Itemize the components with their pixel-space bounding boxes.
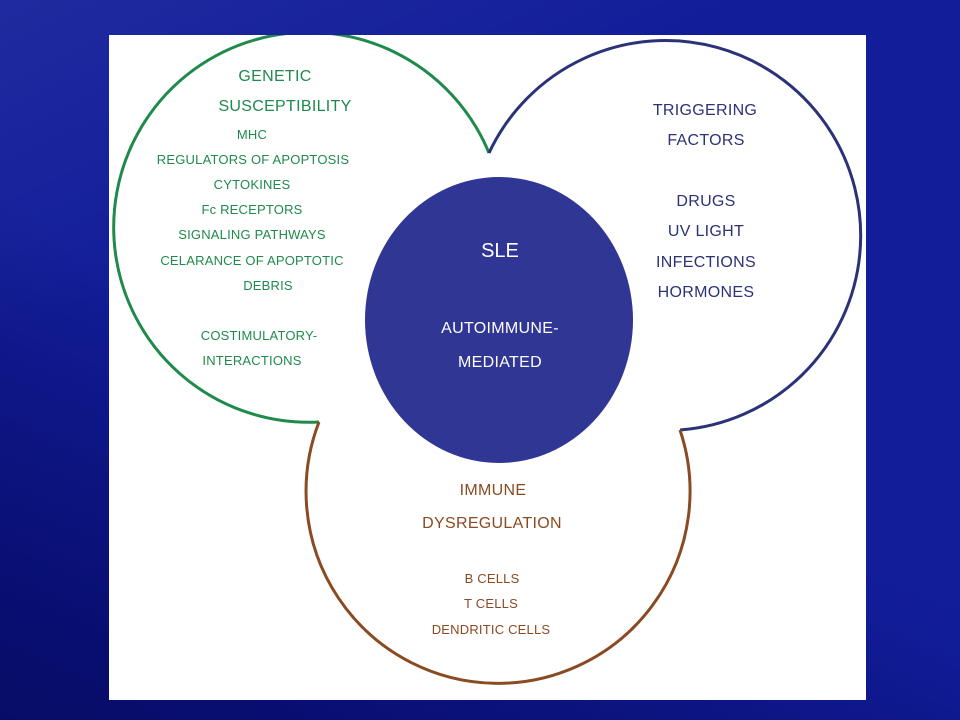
venn-diagram xyxy=(112,35,863,685)
triggering-circle-outline xyxy=(487,39,863,432)
genetic-item-debris: DEBRIS xyxy=(243,278,293,293)
immune-title-line1: IMMUNE xyxy=(459,482,527,499)
immune-item-dendritic-cells: DENDRITIC CELLS xyxy=(431,622,551,637)
genetic-circle-outline xyxy=(112,35,491,424)
sle-center-circle xyxy=(365,177,633,463)
triggering-item-drugs: DRUGS xyxy=(676,193,736,210)
triggering-item-hormones: HORMONES xyxy=(657,284,755,301)
genetic-item-signaling: SIGNALING PATHWAYS xyxy=(178,227,326,242)
immune-circle-outline xyxy=(304,421,692,685)
genetic-title-line1: GENETIC xyxy=(238,68,312,85)
genetic-title-line2: SUSCEPTIBILITY xyxy=(218,98,352,115)
genetic-item-mhc: MHC xyxy=(236,127,268,142)
sle-subtitle-line2: MEDIATED xyxy=(458,354,542,371)
sle-title: SLE xyxy=(481,240,519,262)
genetic-item-clearance: CELARANCE OF APOPTOTIC xyxy=(160,253,344,268)
triggering-title-line1: TRIGGERING xyxy=(652,102,758,119)
genetic-item-fc-receptors: Fc RECEPTORS xyxy=(201,202,303,217)
immune-item-t-cells: T CELLS xyxy=(464,596,518,611)
triggering-item-infections: INFECTIONS xyxy=(656,254,756,271)
immune-item-b-cells: B CELLS xyxy=(464,571,520,586)
immune-title-line2: DYSREGULATION xyxy=(422,515,562,532)
sle-subtitle-line1: AUTOIMMUNE- xyxy=(441,320,559,337)
genetic-item-apoptosis: REGULATORS OF APOPTOSIS xyxy=(156,152,350,167)
diagram-panel: GENETIC SUSCEPTIBILITY MHC REGULATORS OF… xyxy=(109,35,866,700)
genetic-extra-line1: COSTIMULATORY- xyxy=(200,328,318,343)
genetic-extra-line2: INTERACTIONS xyxy=(202,353,302,368)
genetic-item-cytokines: CYTOKINES xyxy=(213,177,291,192)
triggering-title-line2: FACTORS xyxy=(667,132,745,149)
triggering-item-uv-light: UV LIGHT xyxy=(667,223,745,240)
